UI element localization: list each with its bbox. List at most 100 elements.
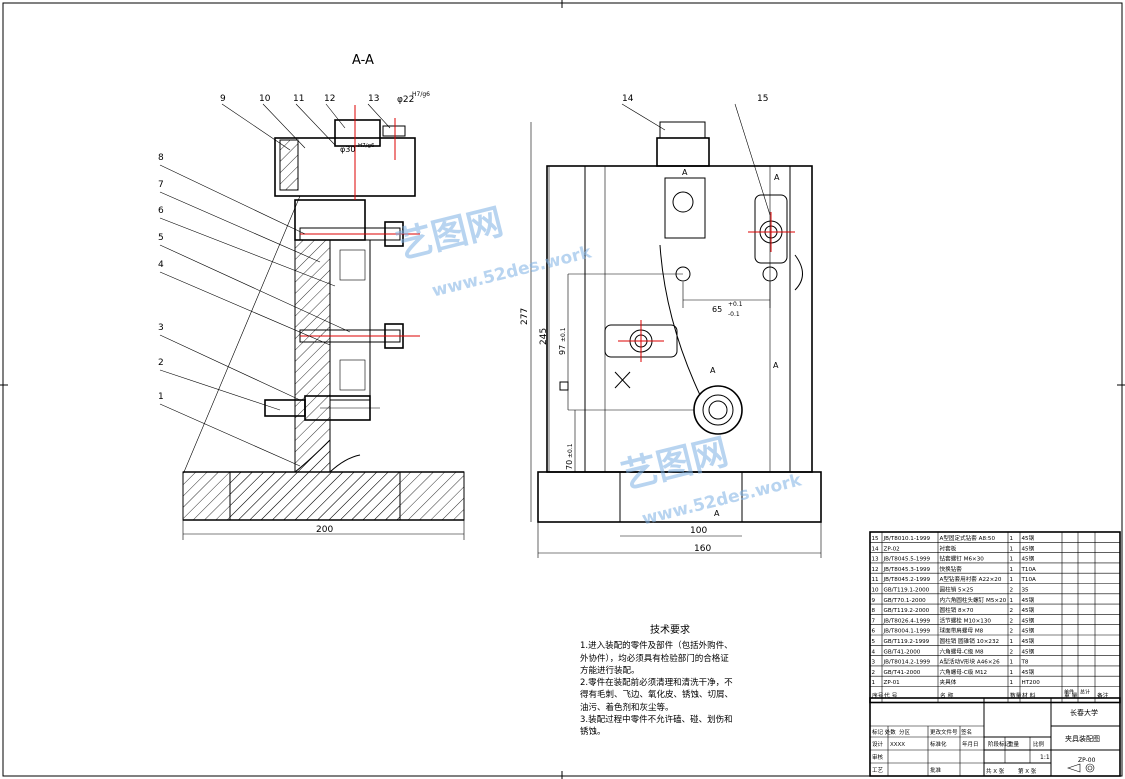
bom-cell-mat: 45钢 xyxy=(1022,668,1035,676)
bom-cell-qty: 1 xyxy=(1010,536,1014,542)
section-view-aa: A-A φ22 H7/g6 φ30 H7/g6 xyxy=(158,53,465,540)
bom-cell-no: 10 xyxy=(872,588,880,594)
dim-70-tol: ±0.1 xyxy=(567,443,574,458)
bom-cell-mat: 45钢 xyxy=(1022,606,1035,614)
tb-change: 更改文件号 xyxy=(930,728,958,736)
section-mark-right: A xyxy=(774,173,780,182)
bom-cell-qty: 1 xyxy=(1010,639,1014,645)
dim-160: 160 xyxy=(694,544,711,554)
tb-drawing: 夹具装配图 xyxy=(1065,734,1100,743)
dim-65-tol-up: +0.1 xyxy=(728,301,743,308)
bom-header-code: 代 号 xyxy=(884,692,898,700)
bom-cell-qty: 1 xyxy=(1010,546,1014,552)
bom-cell-code: ZP-02 xyxy=(884,546,900,552)
tech-line: 1.进入装配的零件及部件（包括外购件、 xyxy=(580,641,733,652)
callout-12: 12 xyxy=(324,94,335,104)
bom-cell-no: 3 xyxy=(872,660,876,666)
bom-cell-code: ZP-01 xyxy=(884,680,901,686)
callout-14: 14 xyxy=(622,94,634,104)
tb-sign: 签名 xyxy=(961,728,972,736)
tb-date: 年月日 xyxy=(962,740,979,748)
bom-cell-mat: HT200 xyxy=(1022,680,1041,686)
dim-phi30-fit: H7/g6 xyxy=(358,143,375,149)
bom-cell-name: 圆柱销 5×25 xyxy=(940,586,974,594)
dim-70: 70 xyxy=(565,460,574,470)
bom-cell-qty: 1 xyxy=(1010,557,1014,563)
bom-cell-mat: T10A xyxy=(1021,567,1037,573)
tb-partition: 分区 xyxy=(899,728,911,736)
callout-3: 3 xyxy=(158,323,164,333)
bom-cell-name: 衬套板 xyxy=(940,544,957,552)
bom-cell-no: 11 xyxy=(872,577,880,583)
bom-cell-code: GB/T41-2000 xyxy=(884,670,921,676)
bom-cell-mat: 45钢 xyxy=(1022,555,1035,563)
bom-cell-qty: 2 xyxy=(1010,618,1014,624)
dim-100: 100 xyxy=(690,526,707,536)
bom-cell-no: 12 xyxy=(872,567,879,573)
bom-header-no: 序号 xyxy=(872,692,884,700)
front-view: A A A A A 277 245 97 ±0.1 70 ±0.1 65 +0.… xyxy=(520,94,822,558)
bom-header-total: 总计 xyxy=(1080,689,1090,696)
tb-sheets: 共 X 张 xyxy=(986,767,1005,775)
bom-cell-code: GB/T119.2-2000 xyxy=(884,608,930,614)
bom-cell-qty: 2 xyxy=(1010,649,1014,655)
callout-15: 15 xyxy=(757,94,768,104)
tech-line: 3.装配过程中零件不允许磕、碰、划伤和 xyxy=(580,715,733,726)
bom-cell-qty: 1 xyxy=(1010,670,1014,676)
bom-cell-no: 9 xyxy=(872,598,876,604)
dim-65-tol-dn: -0.1 xyxy=(728,311,740,318)
bom-cell-name: A型活动V形块 A46×26 xyxy=(940,658,1001,666)
bom-cell-qty: 1 xyxy=(1010,577,1014,583)
bom-cell-code: JB/T8045.5-1999 xyxy=(883,557,931,563)
bom-cell-name: 内六角圆柱头螺钉 M5×20 xyxy=(940,596,1007,604)
bom-cell-code: JB/T8045.2-1999 xyxy=(883,577,931,583)
bom-cell-mat: 45钢 xyxy=(1022,647,1035,655)
bom-cell-no: 4 xyxy=(872,649,876,655)
dim-245: 245 xyxy=(539,328,549,345)
dim-97: 97 xyxy=(558,345,567,355)
callout-2: 2 xyxy=(158,358,164,368)
tech-line: 锈蚀。 xyxy=(580,727,606,738)
bom-cell-no: 5 xyxy=(872,639,876,645)
bom-cell-qty: 1 xyxy=(1010,567,1014,573)
bom-cell-name: 钻套螺钉 M6×30 xyxy=(940,555,985,563)
tb-stage: 阶段标记 xyxy=(988,740,1011,748)
bom-header-unit: 单件 xyxy=(1064,689,1074,696)
callout-11: 11 xyxy=(293,94,304,104)
bom-header-name: 名 称 xyxy=(940,692,954,700)
bom-cell-code: JB/T8014.2-1999 xyxy=(883,660,931,666)
tb-review: 审核 xyxy=(872,753,884,761)
bom-cell-no: 2 xyxy=(872,670,876,676)
section-mark-bottom: A xyxy=(714,509,720,518)
bom-cell-mat: T10A xyxy=(1021,577,1037,583)
bom-cell-no: 15 xyxy=(872,536,880,542)
bom-cell-name: 夹具体 xyxy=(940,678,957,686)
tech-line: 2.零件在装配前必须清理和清洗干净，不 xyxy=(580,678,733,689)
technical-requirements: 技术要求 1.进入装配的零件及部件（包括外购件、 外协件），均必须具有检验部门的… xyxy=(580,625,760,739)
drill-plate xyxy=(274,137,416,197)
tb-rev-row: 标记 处数 xyxy=(872,728,896,736)
bom-cell-code: GB/T41-2000 xyxy=(884,649,921,655)
bom-cell-mat: T8 xyxy=(1021,660,1029,666)
tb-school: 长春大学 xyxy=(1070,708,1098,717)
bom-cell-name: A型钻套用衬套 A22×20 xyxy=(940,575,1002,583)
dim-phi22: φ22 xyxy=(397,95,414,105)
tech-line: 得有毛刺、飞边、氧化皮、锈蚀、切屑、 xyxy=(580,690,734,701)
tb-std: 标准化 xyxy=(930,740,947,748)
bom-cell-qty: 2 xyxy=(1010,588,1014,594)
callout-9: 9 xyxy=(220,94,226,104)
tech-line: 方能进行装配。 xyxy=(580,665,640,676)
bom-cell-no: 8 xyxy=(872,608,876,614)
projection-symbol-icon xyxy=(1067,763,1095,773)
bom-cell-mat: 35 xyxy=(1022,588,1030,594)
bom-cell-mat: 45钢 xyxy=(1022,616,1035,624)
bom-cell-no: 1 xyxy=(872,680,876,686)
tb-design: 设计 xyxy=(872,740,884,748)
section-title: A-A xyxy=(352,53,374,68)
bom-header-qty: 数量 xyxy=(1010,692,1022,700)
bom-cell-no: 6 xyxy=(872,629,876,635)
bom-cell-mat: 45钢 xyxy=(1022,544,1035,552)
dim-phi30: φ30 xyxy=(340,145,355,154)
